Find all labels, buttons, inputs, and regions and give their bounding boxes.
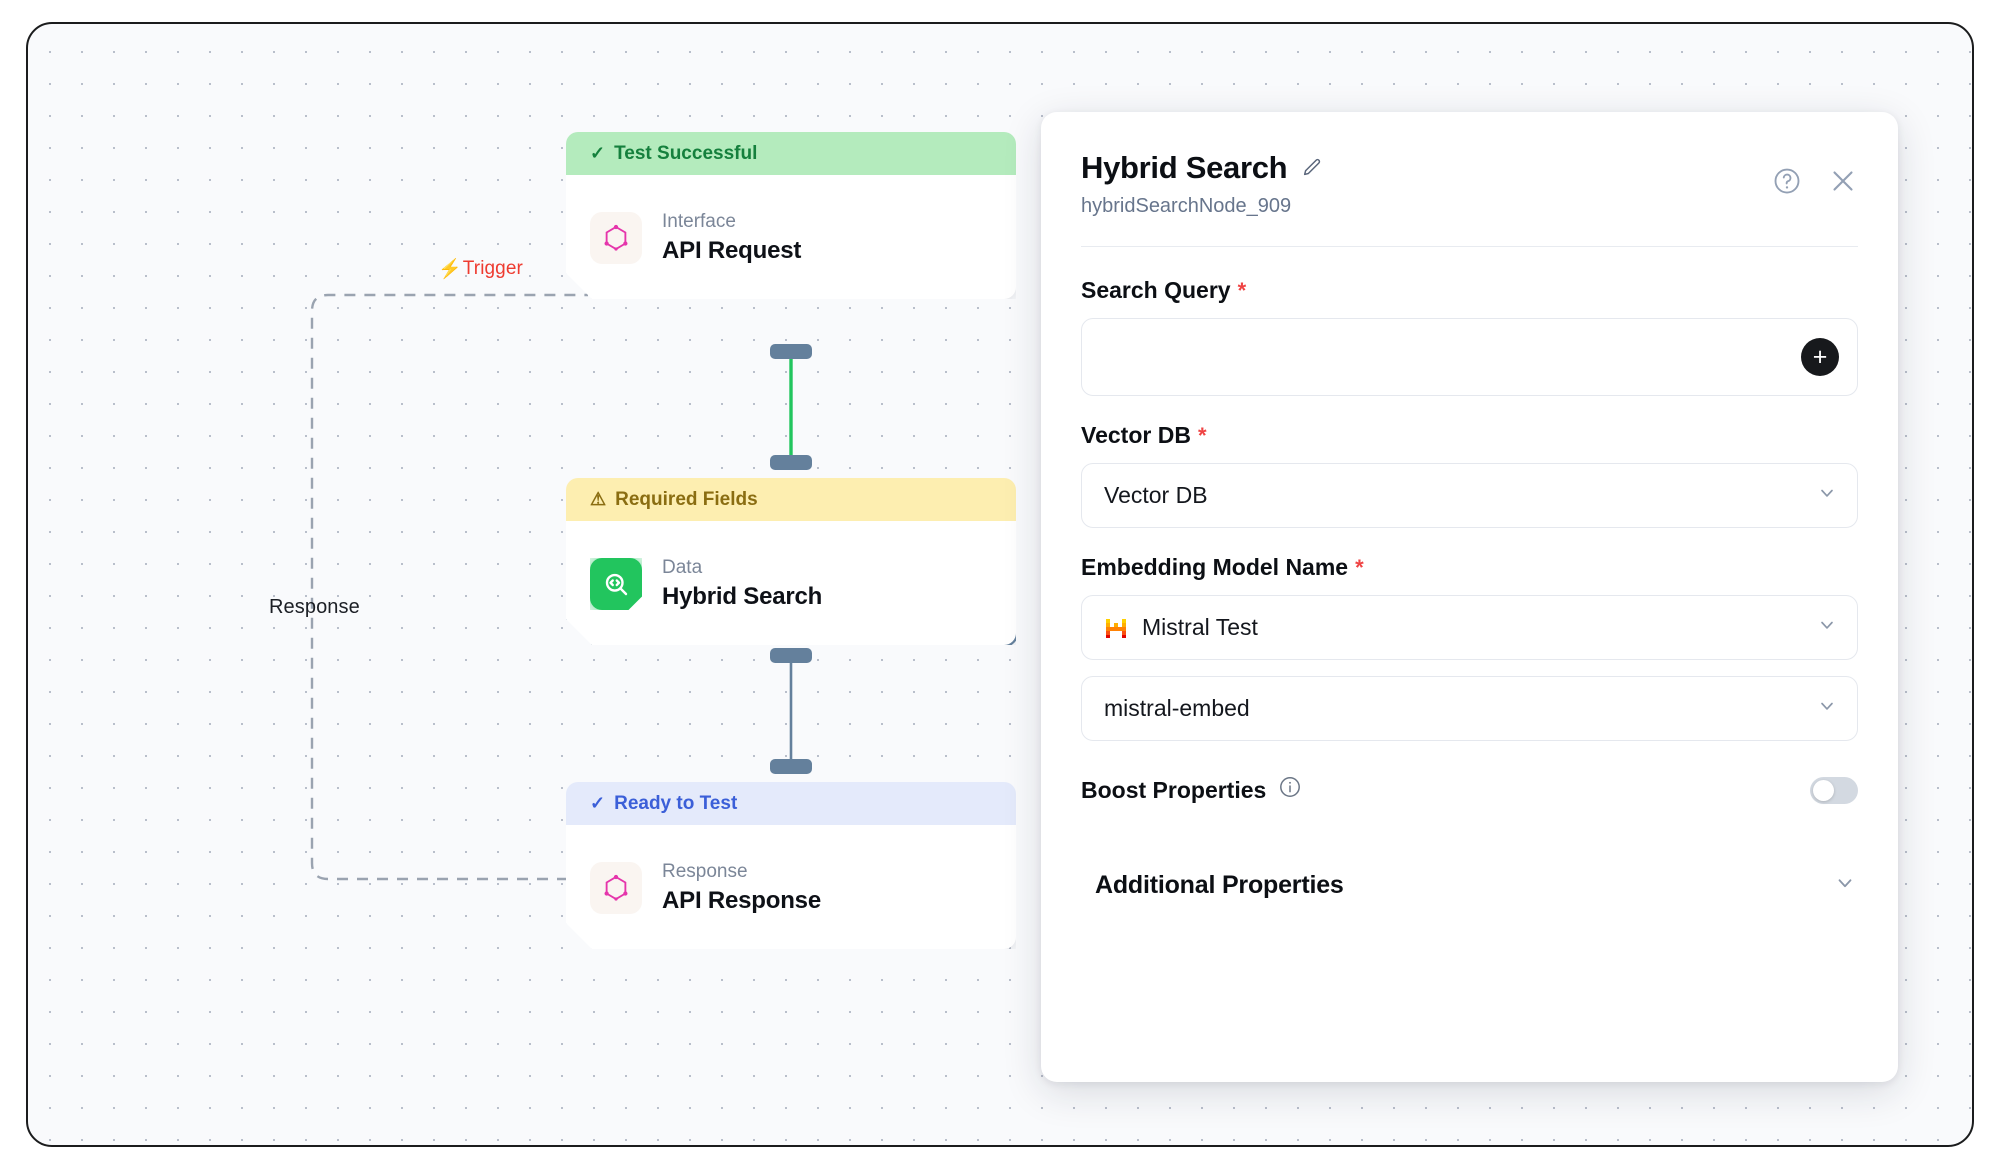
node-status-banner: ⚠ Required Fields — [566, 478, 1016, 521]
graphql-icon — [590, 862, 642, 914]
field-search-query: Search Query * + — [1081, 277, 1858, 396]
node-status-text: Required Fields — [615, 488, 758, 510]
node-status-banner: ✓ Test Successful — [566, 132, 1016, 175]
close-icon[interactable] — [1828, 166, 1858, 196]
node-title-label: API Request — [662, 237, 802, 264]
field-vector-db: Vector DB * Vector DB — [1081, 422, 1858, 528]
field-label-text: Embedding Model Name — [1081, 554, 1349, 580]
chevron-down-icon — [1817, 483, 1837, 508]
chevron-down-icon — [1817, 615, 1837, 640]
embedding-provider-value: Mistral Test — [1142, 614, 1258, 640]
edge-label-trigger-text: Trigger — [462, 258, 523, 279]
field-label: Embedding Model Name * — [1081, 554, 1858, 581]
field-embedding-model: Embedding Model Name * — [1081, 554, 1858, 741]
lightning-bolt-icon: ⚡ — [438, 258, 462, 280]
node-api-request[interactable]: ✓ Test Successful Interface API Request — [566, 132, 1016, 299]
check-icon: ✓ — [590, 143, 606, 163]
node-title-label: Hybrid Search — [662, 583, 823, 610]
field-label: Boost Properties — [1081, 775, 1302, 805]
node-body[interactable]: Data Hybrid Search — [566, 521, 1016, 645]
field-label-text: Vector DB — [1081, 422, 1191, 448]
chevron-down-icon — [1817, 696, 1837, 721]
node-handle-source[interactable] — [770, 344, 812, 359]
field-label-text: Search Query — [1081, 277, 1231, 303]
panel-body: Search Query * + Vector DB * Vector DB — [1041, 247, 1898, 1082]
embedding-model-select[interactable]: mistral-embed — [1081, 676, 1858, 741]
field-label-text: Boost Properties — [1081, 776, 1267, 803]
node-body[interactable]: Response API Response — [566, 825, 1016, 949]
node-kind-label: Data — [662, 557, 703, 578]
field-label: Vector DB * — [1081, 422, 1858, 449]
node-handle-source[interactable] — [770, 648, 812, 663]
accordion-title: Additional Properties — [1095, 871, 1344, 899]
panel-header: Hybrid Search hybridSearchNode_909 — [1041, 112, 1898, 218]
embedding-provider-select[interactable]: Mistral Test — [1081, 595, 1858, 660]
node-body[interactable]: Interface API Request — [566, 175, 1016, 299]
node-handle-target[interactable] — [770, 455, 812, 470]
required-marker: * — [1197, 422, 1207, 448]
node-title-label: API Response — [662, 887, 821, 914]
warning-triangle-icon: ⚠ — [590, 489, 607, 509]
hybrid-search-icon — [590, 558, 642, 610]
node-status-text: Ready to Test — [614, 792, 738, 814]
info-circle-icon[interactable] — [1278, 775, 1302, 805]
node-id-label: hybridSearchNode_909 — [1081, 195, 1292, 217]
chevron-down-icon — [1834, 872, 1856, 899]
field-label: Search Query * — [1081, 277, 1858, 304]
node-status-text: Test Successful — [614, 142, 758, 164]
pencil-icon[interactable] — [1301, 157, 1323, 179]
toggle-knob — [1813, 779, 1834, 801]
mistral-logo-icon — [1106, 618, 1126, 638]
node-properties-panel[interactable]: Hybrid Search hybridSearchNode_909 — [1041, 112, 1898, 1082]
required-marker: * — [1237, 277, 1247, 303]
vector-db-select[interactable]: Vector DB — [1081, 463, 1858, 528]
page-title: Hybrid Search — [1081, 150, 1288, 185]
node-api-response[interactable]: ✓ Ready to Test Response API Response — [566, 782, 1016, 949]
edge-label-response: Response — [269, 596, 360, 618]
node-handle-target[interactable] — [770, 759, 812, 774]
panel-divider — [1081, 246, 1858, 247]
flow-canvas[interactable]: ⚡ Trigger Response ✓ Test Successful Int… — [26, 22, 1974, 1147]
node-kind-label: Response — [662, 861, 748, 882]
node-status-banner: ✓ Ready to Test — [566, 782, 1016, 825]
node-hybrid-search[interactable]: ⚠ Required Fields Data Hybrid Search — [566, 478, 1016, 645]
add-button[interactable]: + — [1801, 338, 1839, 376]
check-icon: ✓ — [590, 793, 606, 813]
boost-properties-toggle[interactable] — [1810, 776, 1858, 804]
edge-label-trigger: ⚡ Trigger — [438, 258, 523, 280]
graphql-icon — [590, 212, 642, 264]
required-marker: * — [1355, 554, 1364, 580]
additional-properties-accordion[interactable]: Additional Properties — [1081, 871, 1858, 900]
embedding-model-value: mistral-embed — [1104, 695, 1250, 721]
question-circle-icon[interactable] — [1772, 166, 1802, 196]
field-boost-properties: Boost Properties — [1081, 775, 1858, 805]
search-query-input-wrapper[interactable]: + — [1081, 318, 1858, 396]
node-kind-label: Interface — [662, 211, 736, 232]
vector-db-value: Vector DB — [1104, 482, 1208, 508]
